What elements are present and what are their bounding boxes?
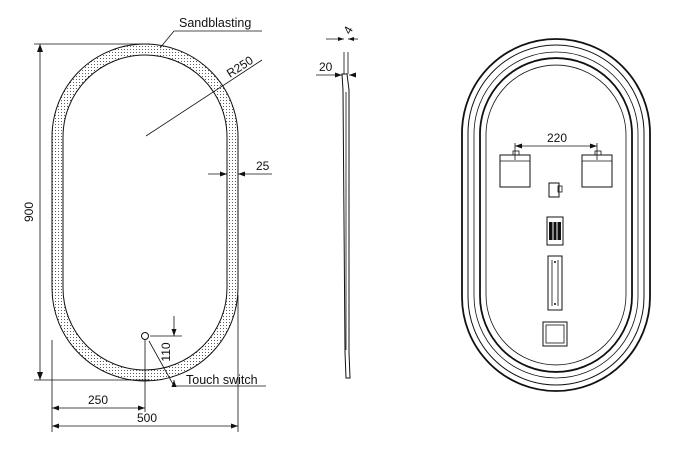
switch-offset-y-dimension: 110 (159, 342, 173, 361)
back-view: 220 (461, 38, 651, 392)
mirror-outer-outline (51, 43, 239, 382)
mirror-inner-outline (62, 54, 228, 371)
height-dimension: 900 (22, 202, 36, 222)
switch-box (542, 321, 568, 347)
profile-top-dimension: 4 (340, 23, 356, 36)
border-width-dimension: 25 (256, 159, 270, 173)
back-outer-outline (461, 38, 651, 392)
profile-thickness-dimension: 20 (319, 60, 333, 74)
side-view: 4 20 (316, 23, 358, 379)
touch-switch-icon (141, 332, 149, 340)
back-ring-5 (485, 64, 627, 366)
front-view: Sandblasting R250 900 25 Touch switch 11… (22, 16, 272, 432)
back-ring-4 (479, 57, 633, 373)
touch-switch-leader (148, 340, 175, 387)
touch-switch-label: Touch switch (186, 373, 258, 387)
back-ring-3 (473, 51, 639, 379)
small-clip (548, 182, 560, 198)
radius-label: R250 (224, 53, 256, 81)
switch-offset-x-dimension: 250 (88, 393, 108, 407)
side-profile-outline (341, 73, 351, 379)
back-ring-2 (467, 44, 645, 386)
bracket-spacing-dimension: 220 (547, 131, 567, 145)
width-dimension: 500 (137, 411, 157, 425)
sandblasting-leader (159, 30, 175, 49)
sandblasting-label: Sandblasting (179, 16, 251, 30)
radius-leader (145, 59, 263, 137)
connector-block (546, 216, 564, 246)
led-driver (547, 255, 563, 311)
